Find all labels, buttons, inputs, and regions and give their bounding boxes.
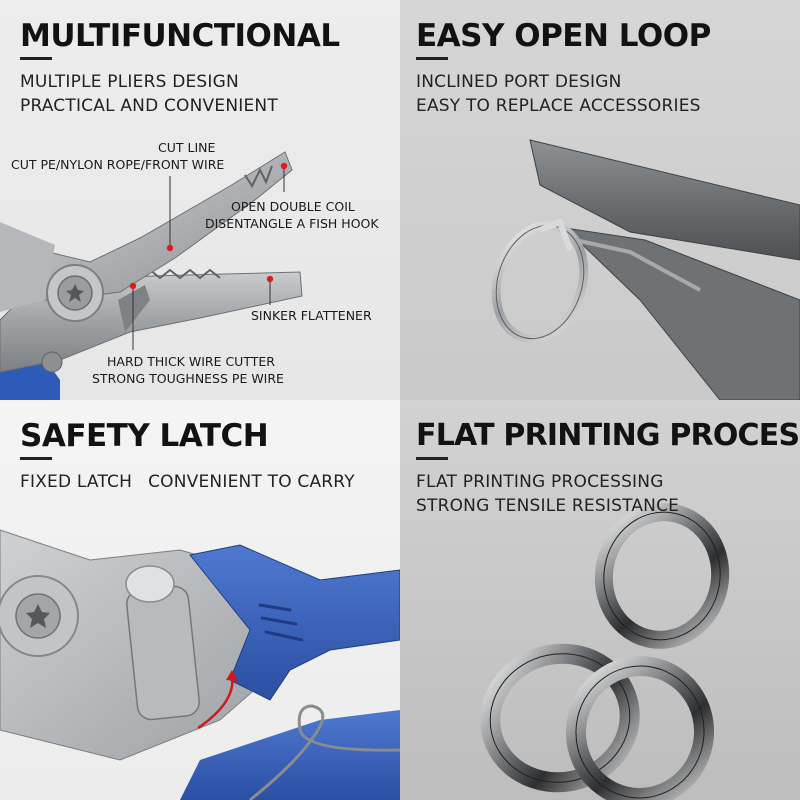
callout-dot-cut-line: [166, 244, 174, 252]
subtitle-part-1: FIXED LATCH: [20, 472, 133, 492]
callout-cut-line-title: CUT LINE: [158, 140, 216, 155]
subtitle-line-1: MULTIPLE PLIERS DESIGN: [20, 72, 239, 92]
callout-dot-cutter: [129, 282, 137, 290]
callout-dot-double-coil: [280, 162, 288, 170]
callout-cutter-desc: STRONG TOUGHNESS PE WIRE: [92, 371, 284, 386]
title-underline: [20, 457, 52, 460]
title-underline: [416, 457, 448, 460]
panel-subtitle: FLAT PRINTING PROCESSING STRONG TENSILE …: [416, 470, 679, 518]
callout-dot-sinker: [266, 275, 274, 283]
subtitle-line-2: PRACTICAL AND CONVENIENT: [20, 96, 278, 116]
split-rings-illustration: [480, 503, 730, 800]
panel-subtitle: INCLINED PORT DESIGN EASY TO REPLACE ACC…: [416, 70, 701, 118]
panel-easy-open-loop: EASY OPEN LOOP INCLINED PORT DESIGN EASY…: [400, 0, 800, 400]
pliers-diagram-illustration: [0, 151, 303, 400]
callout-cut-line-desc: CUT PE/NYLON ROPE/FRONT WIRE: [11, 157, 225, 172]
panel-title: EASY OPEN LOOP: [416, 18, 711, 54]
callout-cutter-title: HARD THICK WIRE CUTTER: [107, 354, 275, 369]
title-underline: [416, 57, 448, 60]
safety-latch-illustration: [0, 529, 400, 800]
panel-multifunctional: MULTIFUNCTIONAL MULTIPLE PLIERS DESIGN P…: [0, 0, 400, 400]
callout-sinker: SINKER FLATTENER: [251, 308, 372, 323]
subtitle-line-1: FLAT PRINTING PROCESSING: [416, 472, 664, 492]
callout-coil-title: OPEN DOUBLE COIL: [231, 199, 355, 214]
open-loop-closeup-illustration: [491, 139, 800, 400]
panel-title: MULTIFUNCTIONAL: [20, 18, 340, 54]
title-underline: [20, 57, 52, 60]
subtitle-line-2: EASY TO REPLACE ACCESSORIES: [416, 96, 701, 116]
panel-title: SAFETY LATCH: [20, 418, 269, 454]
panel-subtitle: FIXED LATCH CONVENIENT TO CARRY: [20, 470, 355, 494]
panel-safety-latch: SAFETY LATCH FIXED LATCH CONVENIENT TO CA…: [0, 400, 400, 800]
panel-flat-printing-process: FLAT PRINTING PROCESS FLAT PRINTING PROC…: [400, 400, 800, 800]
subtitle-line-2: STRONG TENSILE RESISTANCE: [416, 496, 680, 516]
subtitle-part-2: CONVENIENT TO CARRY: [148, 472, 355, 492]
panel-title: FLAT PRINTING PROCESS: [416, 418, 800, 453]
panel-subtitle: MULTIPLE PLIERS DESIGN PRACTICAL AND CON…: [20, 70, 278, 118]
callout-coil-desc: DISENTANGLE A FISH HOOK: [205, 216, 379, 231]
subtitle-line-1: INCLINED PORT DESIGN: [416, 72, 622, 92]
